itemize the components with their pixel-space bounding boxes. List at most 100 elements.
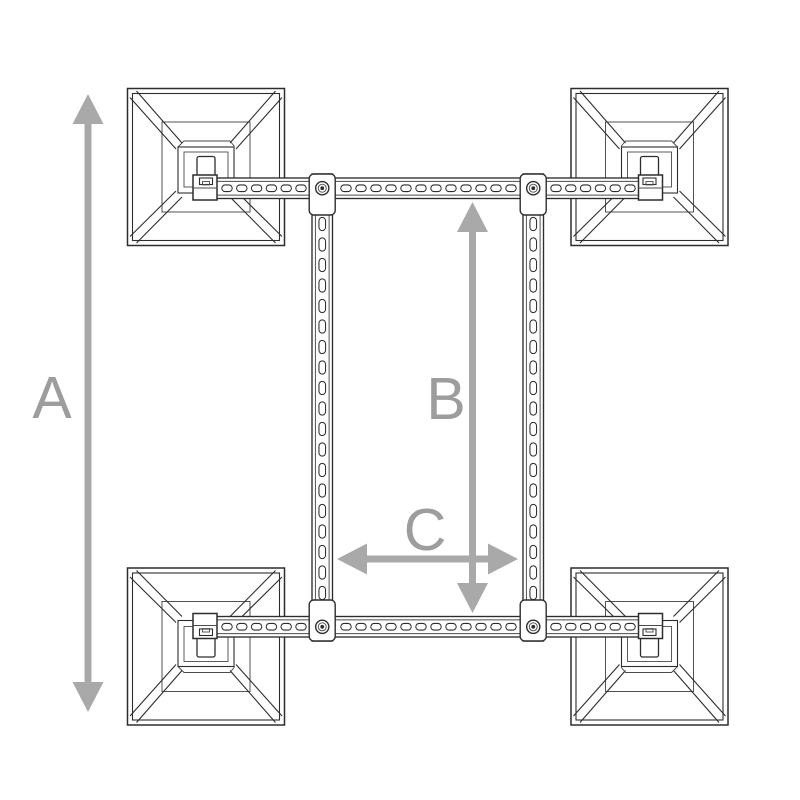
rail-slot bbox=[490, 184, 502, 193]
rail-slot bbox=[318, 524, 327, 539]
dimension-label-b: B bbox=[426, 366, 465, 432]
horizontal-rail-bottom bbox=[205, 615, 651, 638]
vertical-rail-left bbox=[308, 173, 336, 642]
rail-slot bbox=[318, 380, 327, 396]
rail-slot bbox=[475, 184, 487, 193]
rail-slot bbox=[529, 237, 538, 252]
vertical-rails-layer bbox=[308, 173, 547, 642]
arrowhead-down-icon bbox=[72, 682, 104, 712]
rail-slot bbox=[318, 544, 327, 560]
dimension-arrow-b: B bbox=[426, 202, 488, 613]
vertical-rail-right bbox=[519, 173, 547, 642]
rail-slot bbox=[529, 401, 538, 416]
rail-slot bbox=[565, 622, 577, 631]
rail-slot bbox=[529, 360, 538, 375]
rail-slot bbox=[318, 216, 327, 232]
rail-slot bbox=[430, 184, 442, 193]
corner-mount-top-right bbox=[570, 87, 729, 247]
rail-slot bbox=[318, 442, 327, 457]
rail-clamp bbox=[192, 612, 218, 640]
rail-clamp bbox=[637, 612, 664, 640]
rail-slot bbox=[529, 216, 538, 232]
rail-slot bbox=[460, 622, 472, 631]
rail-slot bbox=[529, 339, 538, 355]
arrowhead-right-icon bbox=[488, 543, 518, 575]
rail-slot bbox=[579, 622, 592, 631]
rail-slot bbox=[594, 184, 607, 193]
rail-slot bbox=[609, 184, 621, 193]
rail-slot bbox=[318, 319, 327, 334]
rail-slot bbox=[445, 622, 457, 631]
rail-slot bbox=[529, 257, 538, 273]
rail-slot bbox=[318, 421, 327, 437]
rail-slot bbox=[236, 184, 248, 193]
rail-slot bbox=[430, 622, 442, 631]
rail-slot bbox=[318, 278, 327, 293]
rail-slot bbox=[460, 184, 472, 193]
rail-slot bbox=[415, 184, 427, 193]
rail-slot bbox=[529, 503, 538, 519]
rail-slot bbox=[340, 622, 352, 631]
rail-slot bbox=[529, 462, 538, 478]
rail-slot bbox=[624, 622, 636, 631]
rail-slot bbox=[529, 585, 538, 601]
rail-slot bbox=[385, 184, 397, 193]
rail-slot bbox=[318, 503, 327, 519]
rail-slot bbox=[529, 483, 538, 498]
rail-slot bbox=[340, 184, 352, 193]
rail-slot bbox=[318, 298, 327, 314]
rail-slot bbox=[550, 622, 562, 631]
rail-slot bbox=[370, 184, 382, 193]
rail-slot bbox=[415, 622, 427, 631]
rail-slot bbox=[265, 622, 278, 631]
corner-mount-bottom-right bbox=[570, 567, 729, 726]
rail-slot bbox=[318, 401, 327, 416]
arrowhead-down-icon bbox=[457, 583, 488, 613]
rail-slot bbox=[529, 565, 538, 580]
arrowhead-up-icon bbox=[457, 202, 488, 232]
rail-slot bbox=[529, 298, 538, 314]
rail-clamp bbox=[192, 174, 218, 201]
rail-slot bbox=[400, 184, 412, 193]
rail-clamps-layer bbox=[192, 174, 664, 640]
rail-slot bbox=[385, 622, 397, 631]
rail-slot bbox=[355, 622, 367, 631]
rail-slot bbox=[529, 278, 538, 293]
rail-slot bbox=[529, 442, 538, 457]
rail-slot bbox=[505, 622, 517, 631]
arrowhead-left-icon bbox=[337, 543, 367, 575]
rail-slot bbox=[318, 585, 327, 601]
rail-slot bbox=[318, 257, 327, 273]
rail-slot bbox=[505, 184, 517, 193]
corner-mount-bottom-left bbox=[126, 567, 286, 726]
rail-slot bbox=[295, 622, 307, 631]
rail-slot bbox=[318, 360, 327, 375]
rail-slot bbox=[400, 622, 412, 631]
rail-slot bbox=[529, 544, 538, 560]
rail-slot bbox=[280, 184, 292, 193]
arrowhead-up-icon bbox=[72, 94, 104, 124]
rail-slot bbox=[236, 622, 248, 631]
rail-slot bbox=[579, 184, 592, 193]
dimension-arrow-c: C bbox=[337, 497, 518, 575]
rail-slot bbox=[355, 184, 367, 193]
rail-slot bbox=[250, 622, 263, 631]
rail-slot bbox=[475, 622, 487, 631]
rail-slot bbox=[318, 462, 327, 478]
rail-slot bbox=[490, 622, 502, 631]
rail-slot bbox=[265, 184, 278, 193]
rail-slot bbox=[250, 184, 263, 193]
rail-slot bbox=[529, 421, 538, 437]
horizontal-rail-top bbox=[205, 177, 651, 200]
corner-mount-top-left bbox=[126, 87, 286, 247]
dimension-label-a: A bbox=[32, 365, 72, 431]
rail-slot bbox=[624, 184, 636, 193]
rail-slot bbox=[529, 319, 538, 334]
rail-slot bbox=[318, 483, 327, 498]
rail-slot bbox=[318, 565, 327, 580]
rail-slot bbox=[550, 184, 562, 193]
rail-slot bbox=[370, 622, 382, 631]
rail-slot bbox=[529, 524, 538, 539]
rail-slot bbox=[318, 339, 327, 355]
